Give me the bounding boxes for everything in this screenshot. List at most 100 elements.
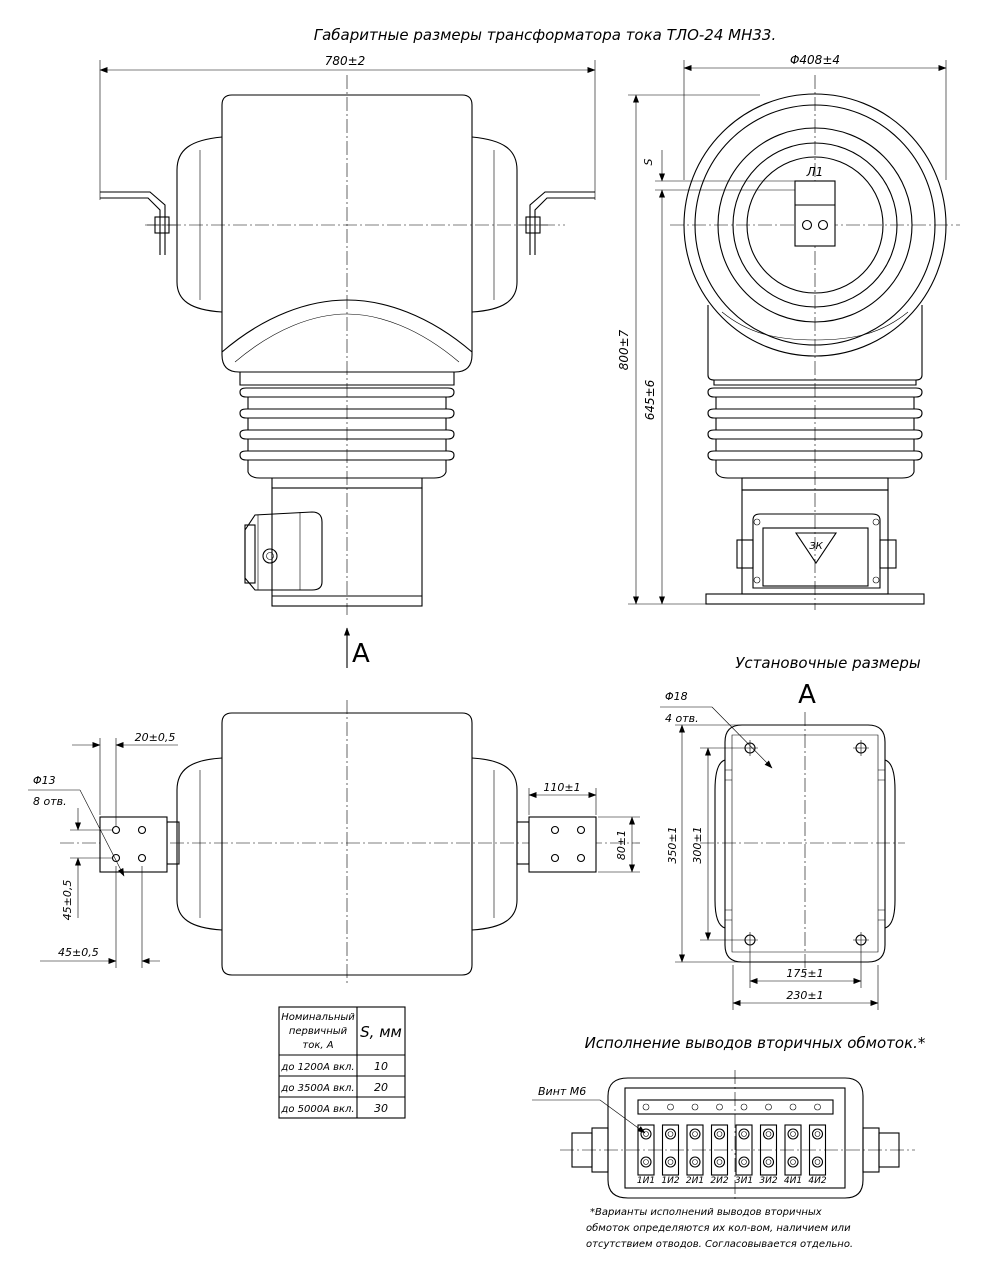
terminal-screw (664, 1156, 677, 1168)
dim-175: 175±1 (786, 967, 823, 980)
terminal-label: 3И1 (735, 1176, 753, 1186)
terminal-screw (713, 1128, 726, 1140)
current-table: Номинальный первичный ток, А S, мм до 12… (278, 1006, 406, 1119)
dim-110: 110±1 (543, 781, 580, 794)
dim-45-horizontal: 45±0,5 (58, 946, 99, 959)
terminal-screw-core (643, 1159, 649, 1165)
terminal-screw (811, 1156, 824, 1168)
terminal-screw-core (814, 1131, 821, 1137)
note-line-3: отсутствием отводов. Согласовывается отд… (586, 1239, 853, 1250)
rail-hole (716, 1103, 723, 1111)
mounting-heading: Установочные размеры (735, 654, 921, 672)
drawing-title: Габаритные размеры трансформатора тока Т… (314, 26, 776, 44)
table-header-s: S, мм (360, 1023, 402, 1041)
terminal-label: 2И2 (710, 1176, 728, 1186)
terminal-screw (738, 1156, 750, 1168)
rail-hole (642, 1103, 650, 1111)
mounting-hole-count: 4 отв. (665, 712, 699, 725)
height-dimension: 800±7 (617, 329, 631, 370)
terminal-stud (735, 1124, 753, 1176)
rail-hole (691, 1103, 699, 1111)
rail-hole (789, 1103, 797, 1111)
terminal-stud (710, 1124, 729, 1176)
terminal-screw-core (692, 1159, 698, 1165)
terminal-stud (759, 1124, 778, 1176)
dim-350: 350±1 (666, 826, 679, 863)
terminal-stud (637, 1124, 655, 1176)
rail-hole (740, 1103, 748, 1111)
table-row-2-s: 20 (374, 1081, 388, 1094)
note-line-2: обмоток определяются их кол-вом, наличие… (586, 1222, 851, 1234)
dim-300: 300±1 (691, 826, 704, 863)
top-view: 20±0,5 Φ13 8 отв. 45±0,5 45±0,5 110±1 80… (28, 700, 640, 985)
terminal-screw (738, 1128, 750, 1140)
terminal-screw-core (790, 1159, 796, 1165)
logo-text: ЗК (809, 541, 823, 552)
terminal-label: 1И2 (661, 1176, 679, 1186)
left-hole-count: 8 отв. (33, 795, 67, 808)
width-dimension: 780±2 (325, 54, 366, 68)
dim-230: 230±1 (786, 989, 823, 1002)
terminal-screw-core (667, 1131, 674, 1137)
terminal-screw (762, 1156, 775, 1168)
s-label: S (642, 158, 655, 165)
terminal-screw (689, 1156, 701, 1168)
view-arrow-label: A (352, 639, 370, 669)
terminal-screw (689, 1128, 701, 1140)
terminal-stud (661, 1124, 680, 1176)
dim-80: 80±1 (615, 830, 628, 860)
side-view: Φ408±4 800±7 645±6 S Л1 (617, 53, 960, 610)
note-line-1: *Варианты исполнений выводов вторичных (590, 1207, 822, 1218)
terminal-screw-core (667, 1159, 674, 1165)
terminal-stud (686, 1124, 704, 1176)
table-row-1-current: до 1200А вкл. (280, 1062, 354, 1073)
table-row-3-s: 30 (374, 1102, 388, 1115)
terminal-screw (713, 1156, 726, 1168)
mounting-hole-dia: Φ18 (665, 690, 688, 703)
terminal-screw-core (790, 1131, 796, 1137)
terminals-heading: Исполнение выводов вторичных обмоток.* (585, 1034, 926, 1052)
front-view: 780±2 (99, 54, 596, 669)
diameter-dimension: Φ408±4 (790, 53, 840, 67)
rail-hole (814, 1103, 821, 1111)
terminal-block: Исполнение выводов вторичных обмоток.* 1… (532, 1034, 926, 1250)
dim-20: 20±0,5 (135, 731, 176, 744)
terminal-stud (784, 1124, 802, 1176)
terminal-screw-core (741, 1131, 747, 1137)
terminal-stud (808, 1124, 827, 1176)
table-row-3-current: до 5000А вкл. (280, 1104, 354, 1115)
table-row-1-s: 10 (374, 1060, 388, 1073)
table-header-current-line2: первичный (289, 1026, 348, 1037)
mounting-view-label: A (798, 680, 816, 710)
terminal-screw (811, 1128, 824, 1140)
terminal-screw-core (692, 1131, 698, 1137)
terminal-screw-core (765, 1159, 772, 1165)
height2-dimension: 645±6 (643, 379, 657, 420)
terminal-label: 1И1 (637, 1176, 655, 1186)
terminal-screw-core (716, 1131, 723, 1137)
terminal-screw (787, 1128, 799, 1140)
terminal-screw-core (765, 1131, 772, 1137)
terminal-label: 3И2 (759, 1176, 777, 1186)
table-row-2-current: до 3500А вкл. (280, 1083, 354, 1094)
terminal-screw (787, 1156, 799, 1168)
screw-label: Винт М6 (538, 1085, 586, 1098)
terminal-screw (640, 1156, 652, 1168)
terminal-screw (640, 1128, 652, 1140)
rail-hole (765, 1103, 772, 1111)
rail-hole (667, 1103, 674, 1111)
table-header-current-line3: ток, А (302, 1040, 333, 1051)
terminal-label: 4И2 (808, 1176, 826, 1186)
terminal-label: Л1 (806, 165, 824, 179)
terminal-label: 2И1 (686, 1176, 704, 1186)
terminal-screw-core (814, 1159, 821, 1165)
terminal-label: 4И1 (784, 1176, 802, 1186)
terminal-screw (664, 1128, 677, 1140)
mounting-view: Установочные размеры A Φ18 4 отв. 350±1 (660, 654, 921, 1010)
terminal-screw-core (716, 1159, 723, 1165)
left-hole-dia: Φ13 (33, 774, 56, 787)
table-header-current-line1: Номинальный (281, 1012, 355, 1023)
terminal-screw (762, 1128, 775, 1140)
terminal-screw-core (741, 1159, 747, 1165)
terminal-screw-core (643, 1131, 649, 1137)
